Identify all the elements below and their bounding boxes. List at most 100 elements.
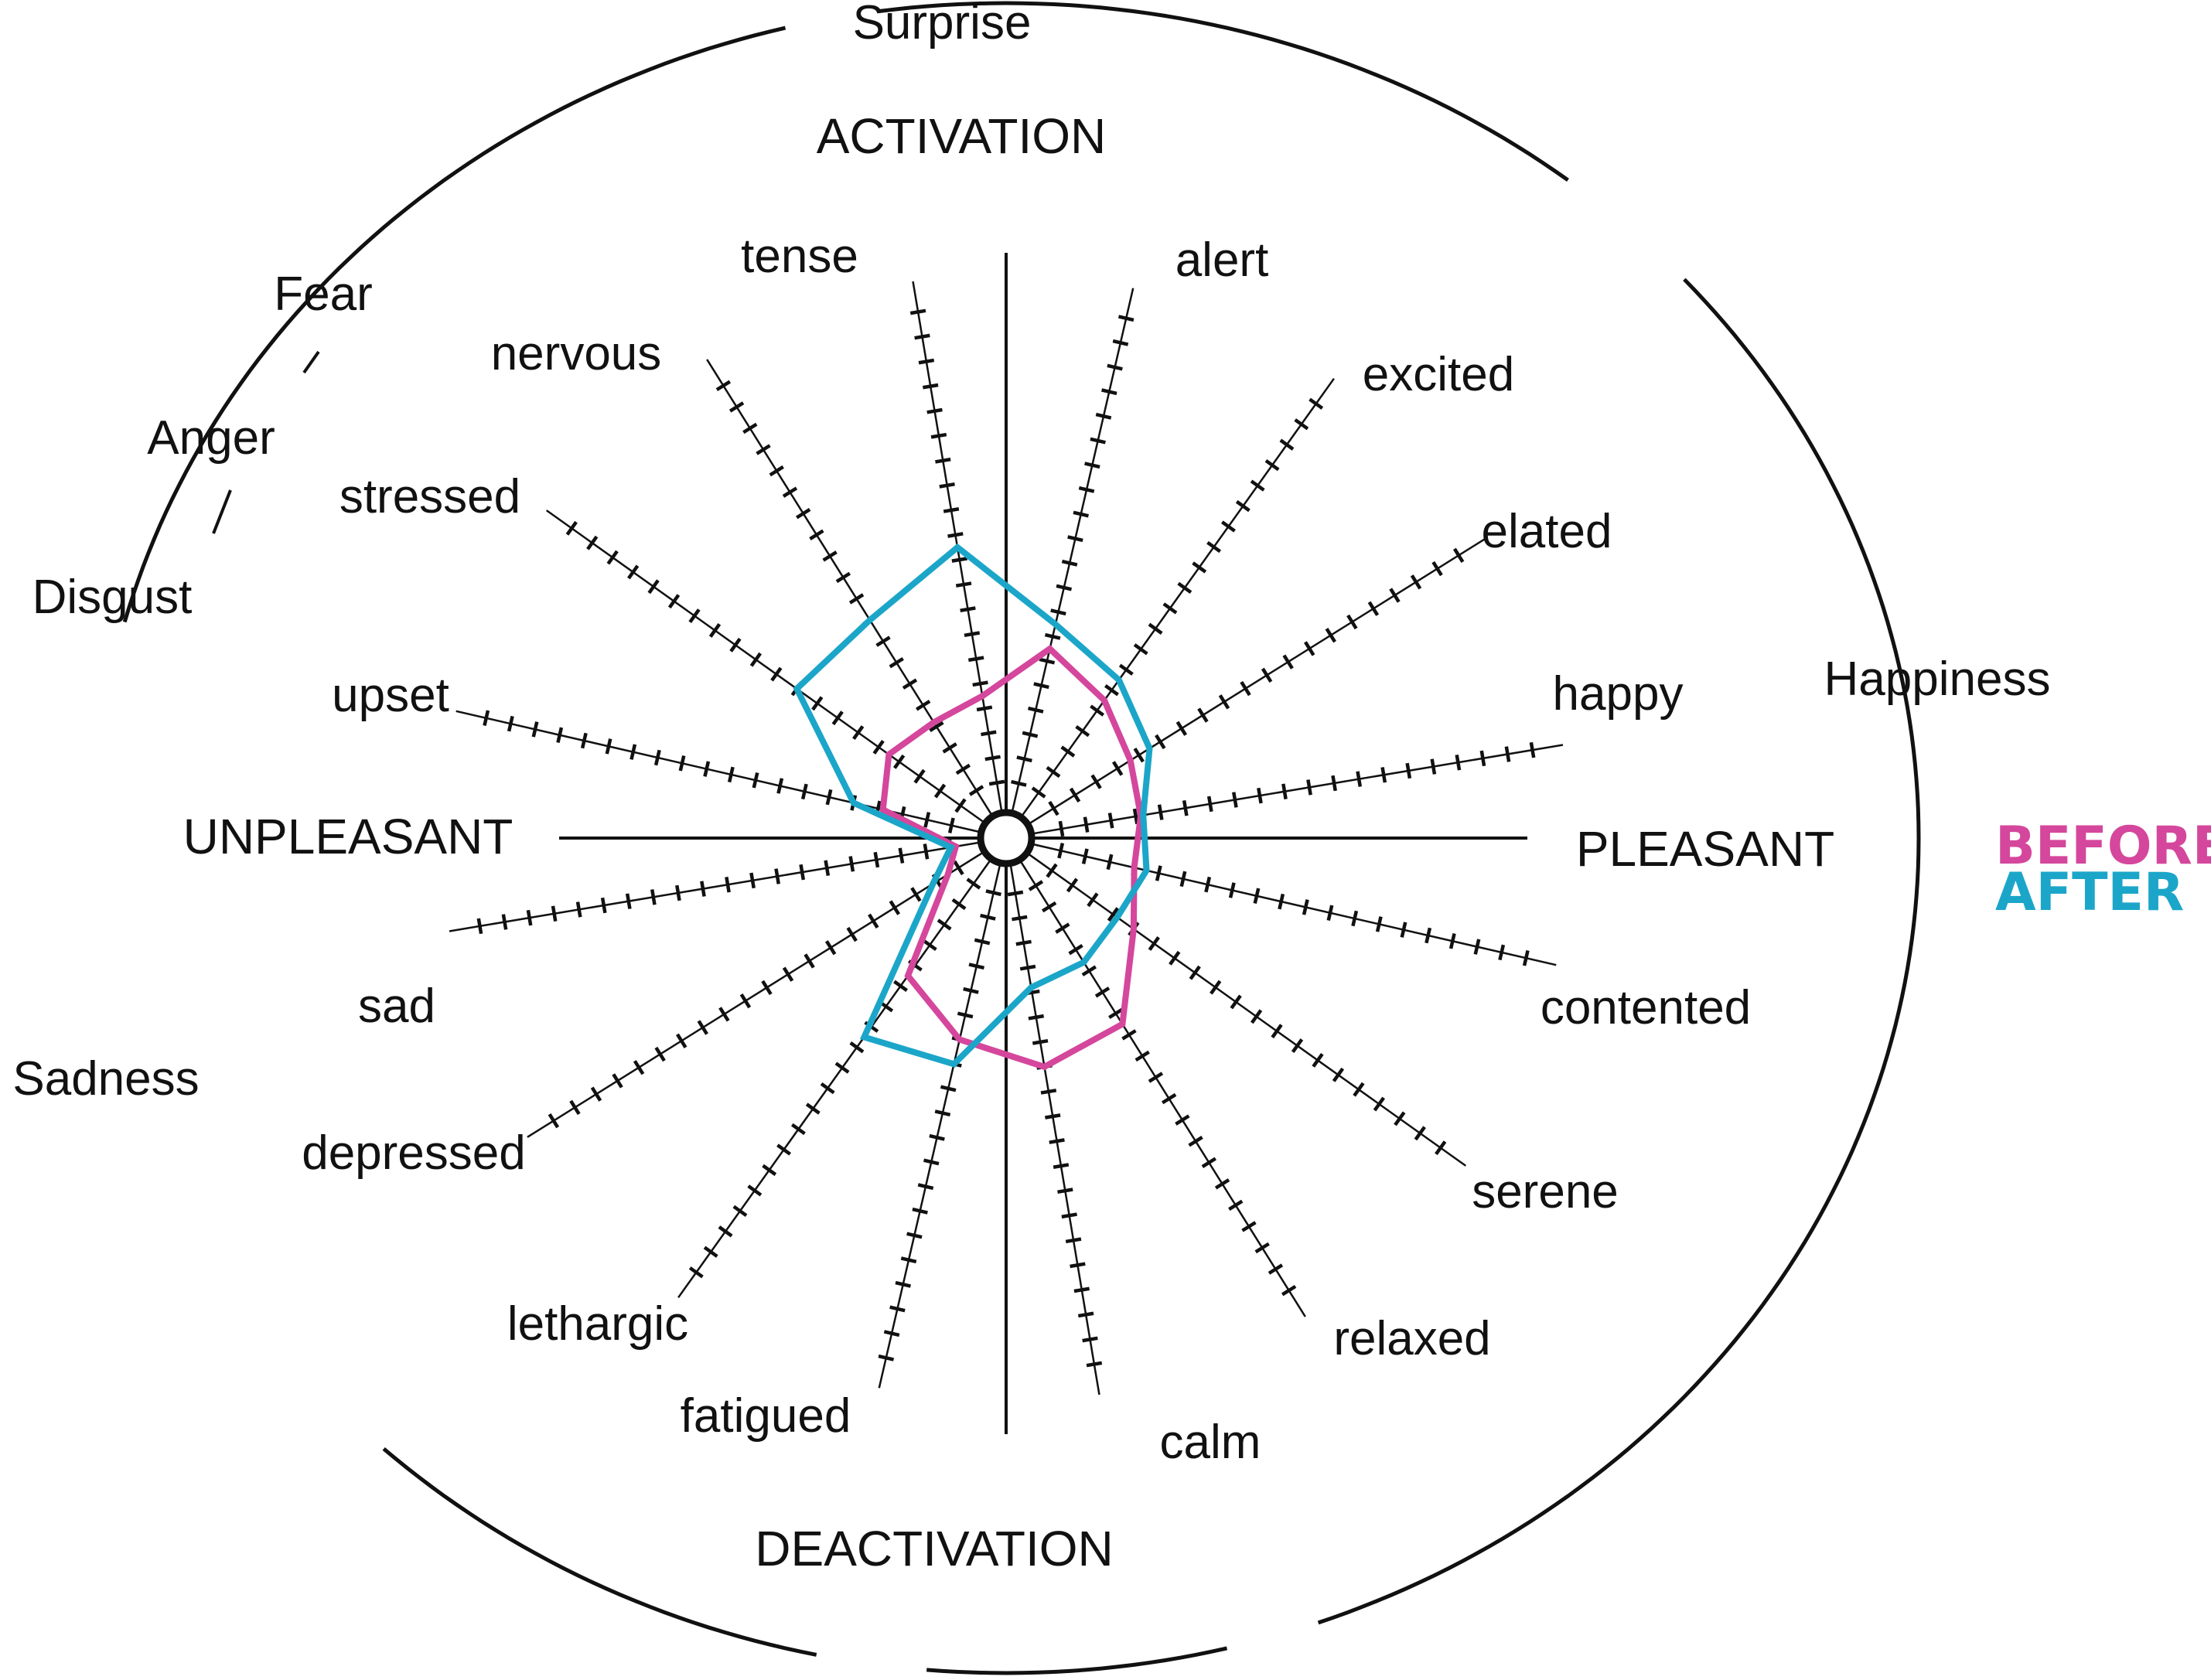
- spoke-tick: [625, 893, 632, 909]
- spoke-tick: [647, 579, 660, 595]
- spoke-tick: [1291, 1038, 1304, 1054]
- spoke-tick: [951, 557, 967, 563]
- spoke-tick: [718, 1007, 730, 1022]
- spoke-tick: [1016, 755, 1032, 763]
- spoke-tick: [1230, 994, 1242, 1010]
- spoke-calm: [1007, 860, 1103, 1395]
- spoke-tick: [1435, 1140, 1447, 1156]
- category-label-excited: excited: [1363, 348, 1514, 401]
- category-label-upset: upset: [332, 669, 449, 722]
- spoke-tick: [1070, 1262, 1086, 1269]
- spoke-tick: [548, 1113, 560, 1129]
- spoke-tick: [1050, 608, 1066, 616]
- spoke-tick: [1104, 684, 1119, 697]
- spoke-upset: [456, 710, 984, 834]
- spoke-tick: [1061, 559, 1078, 567]
- spoke-tick: [1228, 882, 1236, 898]
- spoke-tick: [1351, 910, 1359, 927]
- spoke-tick: [796, 508, 811, 520]
- spoke-tick: [1081, 848, 1089, 864]
- spoke-tick: [732, 1205, 748, 1218]
- emotion-disgust: Disgust: [32, 571, 193, 624]
- spoke-tick: [912, 1207, 928, 1215]
- spoke-tick: [1027, 706, 1044, 714]
- spoke-elated: [1025, 538, 1486, 827]
- spoke-tick: [940, 1085, 957, 1092]
- axis-label-left: UNPLEASANT: [183, 809, 514, 864]
- spoke-depressed: [527, 849, 988, 1138]
- spoke-tick: [914, 333, 930, 340]
- spoke-tick: [1040, 1089, 1057, 1095]
- spoke-tick: [600, 897, 607, 914]
- spoke-tick: [742, 422, 758, 434]
- spoke-tick: [1189, 965, 1201, 980]
- spoke-tick: [1204, 876, 1212, 893]
- spoke-tick: [1046, 863, 1058, 878]
- category-label-depressed: depressed: [302, 1126, 526, 1180]
- spoke-tick: [653, 749, 661, 766]
- spoke-tick: [776, 778, 784, 794]
- spoke-tick: [909, 308, 926, 315]
- outer-arc: [879, 1, 1569, 182]
- spoke-tick: [565, 520, 578, 536]
- spoke-line: [1018, 377, 1335, 820]
- spoke-tick: [1261, 667, 1273, 683]
- spoke-tick: [1214, 1178, 1230, 1190]
- spoke-tick: [1240, 680, 1251, 697]
- spoke-tick: [974, 938, 991, 946]
- spoke-tick: [981, 730, 997, 737]
- anger-disgust-divider: [212, 489, 232, 534]
- emotion-sadness: Sadness: [12, 1052, 199, 1106]
- spoke-fatigued: [878, 860, 1002, 1389]
- spoke-tick: [831, 711, 844, 726]
- spoke-tick: [918, 358, 935, 365]
- spoke-tick: [1306, 779, 1312, 796]
- spoke-tick: [1425, 927, 1432, 944]
- spoke-tick: [1133, 748, 1145, 763]
- spoke-tick: [1053, 1163, 1070, 1169]
- spoke-tick: [1241, 1221, 1257, 1232]
- spoke-tick: [1090, 774, 1102, 789]
- spoke-tick: [725, 877, 731, 893]
- spoke-tick: [1061, 1212, 1077, 1219]
- spoke-tick: [1179, 871, 1187, 888]
- spoke-excited: [1018, 377, 1335, 820]
- spoke-tick: [825, 789, 833, 806]
- spoke-tick: [1011, 779, 1027, 787]
- spoke-tick: [900, 1256, 917, 1264]
- spoke-tick: [654, 1046, 666, 1062]
- spoke-line: [527, 849, 988, 1138]
- spoke-tick: [848, 856, 855, 872]
- spoke-tick: [1332, 1067, 1345, 1082]
- spoke-tick: [1282, 654, 1294, 670]
- spoke-tick: [1162, 602, 1178, 615]
- spoke-tick: [678, 755, 686, 772]
- spoke-alert: [1010, 288, 1135, 816]
- spoke-tick: [676, 1033, 688, 1048]
- spoke-tick: [1394, 1111, 1406, 1126]
- spoke-tick: [1045, 1113, 1061, 1119]
- category-label-contented: contented: [1541, 981, 1751, 1034]
- spoke-tick: [929, 1133, 945, 1141]
- spoke-tick: [1294, 418, 1309, 431]
- spoke-tick: [1032, 1038, 1049, 1045]
- spoke-tick: [947, 817, 955, 833]
- spoke-tick: [910, 887, 922, 902]
- spoke-tick: [551, 905, 558, 922]
- spoke-tick: [590, 1086, 602, 1102]
- spoke-tick: [1529, 741, 1536, 758]
- spoke-tick: [926, 407, 943, 414]
- spoke-tick: [739, 993, 752, 1009]
- spoke-tick: [1065, 1237, 1082, 1244]
- axis-label-top: ACTIVATION: [817, 108, 1107, 164]
- spoke-tick: [1046, 765, 1061, 779]
- spoke-tick: [889, 900, 901, 915]
- spoke-tick: [1118, 663, 1134, 676]
- spoke-tick: [612, 1073, 623, 1089]
- spoke-tick: [1504, 746, 1511, 762]
- spoke-tick: [752, 772, 759, 789]
- spoke-tick: [1033, 682, 1049, 690]
- spoke-tick: [1044, 632, 1061, 640]
- spoke-tick: [1056, 584, 1073, 591]
